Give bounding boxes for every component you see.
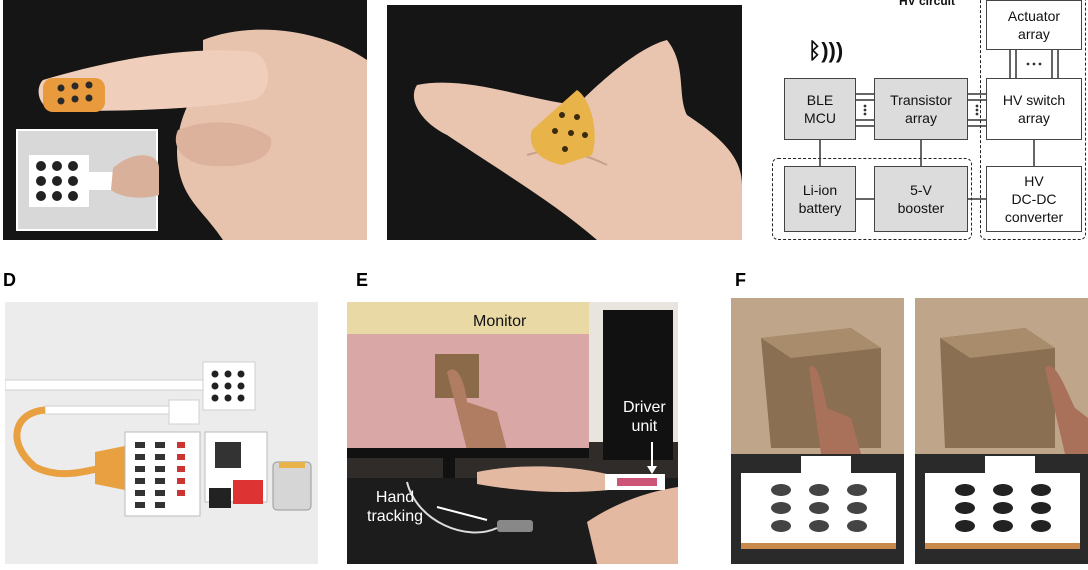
actuator-array-block: Actuator array bbox=[986, 0, 1082, 50]
diagram-connectors bbox=[819, 50, 1059, 200]
circuit-illustration bbox=[5, 361, 312, 517]
photo-virtual-touch-right bbox=[915, 298, 1088, 564]
hv-circuit-label: HV circuit bbox=[896, 0, 959, 8]
panel-label-f: F bbox=[735, 270, 746, 290]
photo-finger-actuator bbox=[3, 0, 367, 240]
photo-palm-actuator bbox=[387, 5, 742, 240]
driver-unit-label: Driver unit bbox=[623, 399, 666, 435]
bluetooth-icon: ᛒ))) bbox=[808, 38, 844, 63]
monitor-label: Monitor bbox=[473, 313, 527, 330]
hv-dcdc-converter-block: HV DC-DC converter bbox=[986, 166, 1082, 232]
hand-tracking-label: Hand tracking bbox=[367, 489, 424, 525]
photo-flexible-circuit bbox=[5, 302, 318, 564]
li-ion-battery-block: Li-ion battery bbox=[784, 166, 856, 232]
panel-label-d: D bbox=[3, 270, 16, 290]
booster-block: 5-V booster bbox=[874, 166, 968, 232]
finger-illustration bbox=[16, 29, 367, 240]
transistor-array-block: Transistor array bbox=[874, 78, 968, 140]
panel-label-e: E bbox=[356, 270, 369, 290]
photo-vr-setup: Monitor Driver unit Hand tracking bbox=[347, 302, 678, 564]
palm-illustration bbox=[413, 40, 742, 240]
block-diagram: HV circuit ᛒ))) BLE MCU Transistor array… bbox=[760, 0, 1088, 245]
virtual-touch-right-illustration bbox=[915, 298, 1088, 564]
virtual-touch-left-illustration bbox=[731, 298, 904, 564]
vr-setup-illustration bbox=[347, 302, 678, 564]
ble-mcu-block: BLE MCU bbox=[784, 78, 856, 140]
hv-switch-array-block: HV switch array bbox=[986, 78, 1082, 140]
photo-virtual-touch-left bbox=[731, 298, 904, 564]
